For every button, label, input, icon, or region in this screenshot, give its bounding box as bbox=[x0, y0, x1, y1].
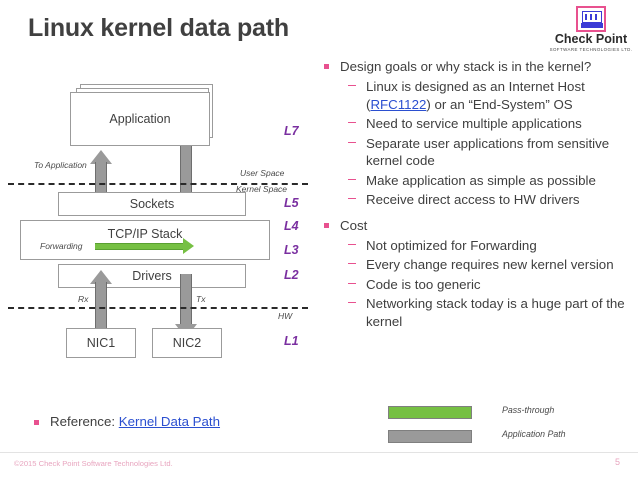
hardware-divider bbox=[8, 307, 308, 309]
check-point-logo: Check Point SOFTWARE TECHNOLOGIES LTD. bbox=[548, 6, 634, 58]
annotation-rx: Rx bbox=[78, 294, 89, 304]
drivers-box-label: Drivers bbox=[132, 269, 172, 283]
sockets-box-label: Sockets bbox=[129, 197, 175, 211]
application-box: Application bbox=[70, 92, 210, 146]
layer-label-l7: L7 bbox=[284, 124, 299, 138]
sub-bullet-simple-app: Make application as simple as possible bbox=[322, 172, 634, 190]
to-application-arrow-head bbox=[90, 150, 112, 164]
layer-label-l1: L1 bbox=[284, 334, 299, 348]
kernel-data-path-diagram: Application Sockets TCP/IP Stack Drivers… bbox=[0, 78, 320, 368]
nic2-box-label: NIC2 bbox=[172, 336, 202, 350]
monitor-screen bbox=[582, 11, 602, 23]
sub-bullet-text: Make application as simple as possible bbox=[366, 172, 596, 188]
sub-bullet-text: Need to service multiple applications bbox=[366, 116, 582, 131]
dash-bullet-icon bbox=[348, 141, 356, 143]
user-kernel-space-divider bbox=[8, 183, 308, 185]
computer-monitor-icon bbox=[576, 6, 606, 32]
sub-bullet-hw-drivers: Receive direct access to HW drivers bbox=[322, 191, 634, 209]
sub-bullet-service-apps: Need to service multiple applications bbox=[322, 115, 634, 133]
application-box-label: Application bbox=[109, 112, 171, 126]
square-bullet-icon bbox=[324, 222, 329, 228]
monitor-base bbox=[581, 23, 603, 28]
sub-bullet-rfc: Linux is designed as an Internet Host (R… bbox=[322, 78, 634, 113]
sub-bullet-text-post: ) or an “End-System” OS bbox=[426, 96, 573, 112]
annotation-forwarding: Forwarding bbox=[40, 241, 83, 251]
nic1-box: NIC1 bbox=[66, 328, 136, 358]
layer-label-l4: L4 bbox=[284, 219, 299, 233]
dash-bullet-icon bbox=[348, 282, 356, 284]
nic1-box-label: NIC1 bbox=[86, 336, 116, 350]
kernel-data-path-link[interactable]: Kernel Data Path bbox=[118, 414, 221, 429]
tcpip-stack-box: TCP/IP Stack bbox=[20, 220, 270, 260]
dash-bullet-icon bbox=[348, 302, 356, 303]
rx-arrow-shaft bbox=[95, 282, 107, 338]
sub-bullet-huge-part: Networking stack today is a huge part of… bbox=[322, 295, 634, 330]
layer-label-l2: L2 bbox=[284, 268, 299, 282]
layer-label-l3: L3 bbox=[284, 243, 299, 257]
annotation-hw: HW bbox=[278, 311, 293, 321]
annotation-user-space: User Space bbox=[240, 168, 285, 178]
sockets-box: Sockets bbox=[58, 192, 246, 216]
reference-line: Reference: Kernel Data Path bbox=[34, 414, 220, 429]
tx-arrow-shaft bbox=[180, 274, 192, 326]
sub-bullet-text: Not optimized for Forwarding bbox=[366, 237, 537, 253]
annotation-to-application: To Application bbox=[34, 160, 87, 170]
bullet-text: Cost bbox=[340, 217, 368, 233]
sub-bullet-not-optimized: Not optimized for Forwarding bbox=[322, 237, 634, 255]
footer-divider bbox=[0, 452, 638, 453]
sub-bullet-text: Every change requires new kernel version bbox=[366, 257, 614, 272]
sub-bullet-too-generic: Code is too generic bbox=[322, 276, 634, 294]
sub-bullet-text: Separate user applications from sensitiv… bbox=[366, 135, 610, 169]
nic2-box: NIC2 bbox=[152, 328, 222, 358]
legend-swatch-green bbox=[388, 406, 472, 419]
dash-bullet-icon bbox=[348, 263, 356, 264]
sub-bullet-text-pre: Linux is designed as an Internet Host ( bbox=[366, 79, 585, 112]
page-number: 5 bbox=[614, 457, 620, 467]
square-bullet-icon bbox=[34, 420, 39, 425]
dash-bullet-icon bbox=[348, 243, 356, 245]
dash-bullet-icon bbox=[348, 178, 356, 180]
legend-label: Pass-through bbox=[502, 405, 555, 415]
logo-tagline: SOFTWARE TECHNOLOGIES LTD. bbox=[549, 47, 633, 52]
logo-brand-name: Check Point bbox=[554, 32, 628, 46]
sub-bullet-new-kernel-version: Every change requires new kernel version bbox=[322, 256, 634, 274]
tcpip-stack-box-label: TCP/IP Stack bbox=[107, 227, 183, 241]
dash-bullet-icon bbox=[348, 85, 356, 86]
bullet-text: Design goals or why stack is in the kern… bbox=[340, 59, 592, 74]
rfc1122-link[interactable]: RFC1122 bbox=[370, 96, 427, 112]
sub-bullet-text: Code is too generic bbox=[366, 276, 481, 292]
sub-bullet-separate-apps: Separate user applications from sensitiv… bbox=[322, 135, 634, 170]
application-to-sockets-arrow-shaft bbox=[180, 146, 192, 198]
legend-label: Application Path bbox=[502, 429, 566, 439]
bullet-cost-heading: Cost bbox=[322, 217, 634, 234]
layer-label-l5: L5 bbox=[284, 196, 299, 210]
page-title: Linux kernel data path bbox=[28, 14, 289, 42]
rx-arrow-head bbox=[90, 270, 112, 284]
bullet-content: Design goals or why stack is in the kern… bbox=[322, 58, 634, 332]
legend-swatch-gray bbox=[388, 430, 472, 443]
dash-bullet-icon bbox=[348, 198, 356, 199]
forwarding-arrow-shaft bbox=[95, 243, 183, 250]
sub-bullet-text: Networking stack today is a huge part of… bbox=[366, 296, 625, 329]
annotation-kernel-space: Kernel Space bbox=[236, 184, 288, 194]
drivers-box: Drivers bbox=[58, 264, 246, 288]
footer-copyright: ©2015 Check Point Software Technologies … bbox=[14, 459, 173, 468]
forwarding-arrow-head bbox=[183, 238, 194, 254]
bullet-design-goals-heading: Design goals or why stack is in the kern… bbox=[322, 58, 634, 75]
square-bullet-icon bbox=[324, 64, 329, 69]
sub-bullet-text: Receive direct access to HW drivers bbox=[366, 192, 580, 207]
annotation-tx: Tx bbox=[196, 294, 206, 304]
reference-label: Reference: bbox=[50, 414, 119, 429]
dash-bullet-icon bbox=[348, 122, 356, 123]
